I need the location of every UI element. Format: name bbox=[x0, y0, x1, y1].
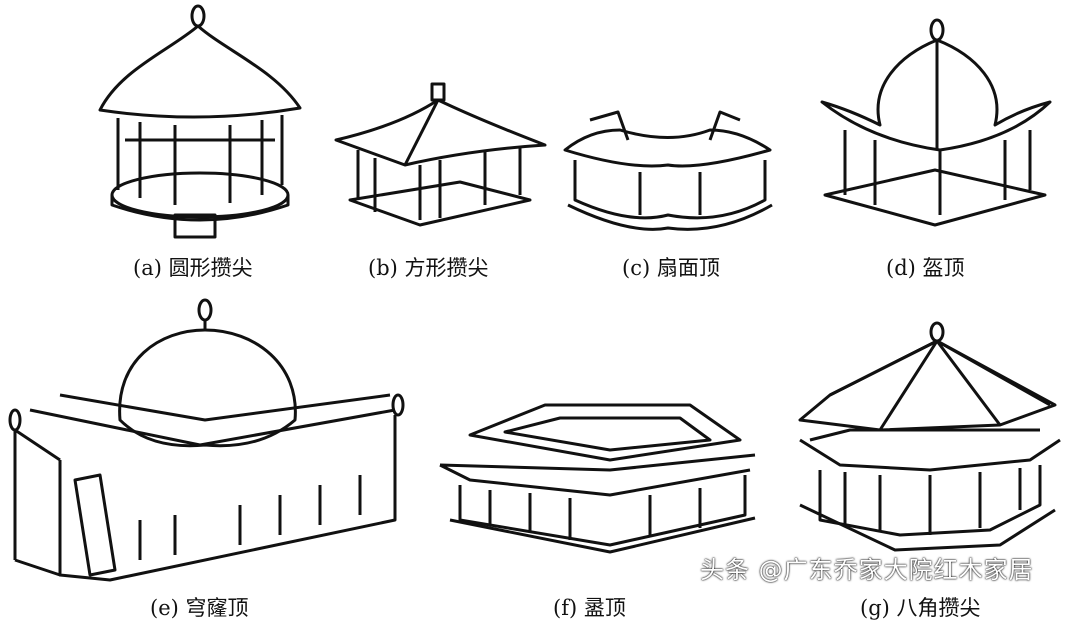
round-pavilion-drawing bbox=[98, 4, 302, 239]
caption-d: (d) 盔顶 bbox=[886, 256, 965, 280]
caption-b: (b) 方形攒尖 bbox=[368, 256, 489, 280]
dome-building-drawing bbox=[8, 298, 405, 582]
fan-roof-drawing bbox=[563, 110, 773, 231]
watermark: 头条 @广东乔家大院红木家居 bbox=[700, 556, 1034, 584]
caption-a: (a) 圆形攒尖 bbox=[133, 256, 253, 280]
square-pavilion-drawing bbox=[334, 82, 547, 227]
caption-e: (e) 穹窿顶 bbox=[150, 596, 249, 620]
caption-f: (f) 盝顶 bbox=[553, 596, 626, 620]
caption-g: (g) 八角攒尖 bbox=[860, 596, 981, 620]
caption-c: (c) 扇面顶 bbox=[622, 256, 720, 280]
helmet-roof-drawing bbox=[820, 18, 1052, 227]
lu-roof-drawing bbox=[439, 403, 756, 554]
octagonal-pavilion-drawing bbox=[798, 321, 1061, 552]
